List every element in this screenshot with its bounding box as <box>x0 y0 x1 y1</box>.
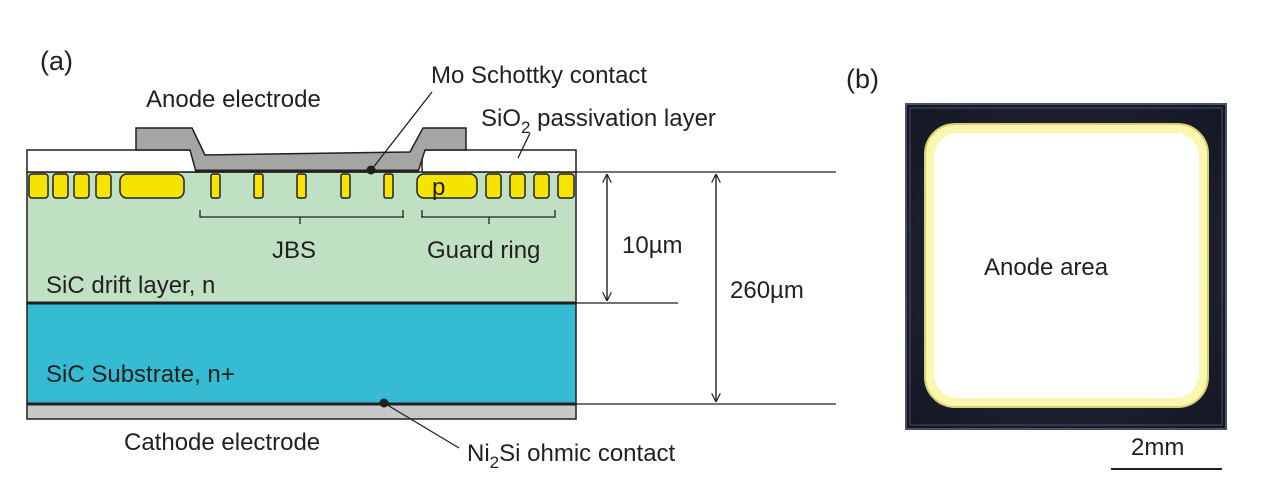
jbs-label: JBS <box>272 237 316 264</box>
anode-electrode-label: Anode electrode <box>146 86 321 113</box>
jbs-guard-bracket <box>199 210 556 218</box>
p-well-right <box>416 173 478 199</box>
panel-a-label: (a) <box>40 46 73 76</box>
cathode-electrode-layer <box>26 403 577 420</box>
sio2-leader <box>517 132 531 159</box>
p-well-left <box>119 173 185 199</box>
anode-area <box>934 133 1199 398</box>
dim-drift-label: 10µm <box>622 232 683 259</box>
drift-layer-label: SiC drift layer, n <box>46 272 215 299</box>
panel-b-label: (b) <box>846 64 879 94</box>
sio2-right <box>421 149 577 173</box>
substrate-layer <box>26 302 577 405</box>
cathode-electrode-label: Cathode electrode <box>124 429 320 456</box>
mo-contact-dot <box>366 165 376 175</box>
ohmic-contact-leader <box>383 402 460 449</box>
sio2-left <box>26 149 198 173</box>
anode-electrode-shape <box>135 127 467 173</box>
ni2si-label: Ni2Si ohmic contact <box>467 440 676 472</box>
mo-contact-leader <box>371 91 433 170</box>
mo-contact-label: Mo Schottky contact <box>431 62 647 89</box>
substrate-label: SiC Substrate, n+ <box>46 361 235 388</box>
scale-bar-label: 2mm <box>1131 434 1184 461</box>
chip-photo-panel: (b) Anode area 2mm <box>846 64 1227 470</box>
guard-ring-label: Guard ring <box>427 237 540 264</box>
p-region-label: p <box>432 174 445 201</box>
sio2-label: SiO2 passivation layer <box>481 105 716 137</box>
dim-total-label: 260µm <box>730 277 804 304</box>
anode-area-label: Anode area <box>984 254 1109 281</box>
cross-section-panel: (a) p <box>26 46 836 472</box>
p-implants <box>28 173 575 199</box>
